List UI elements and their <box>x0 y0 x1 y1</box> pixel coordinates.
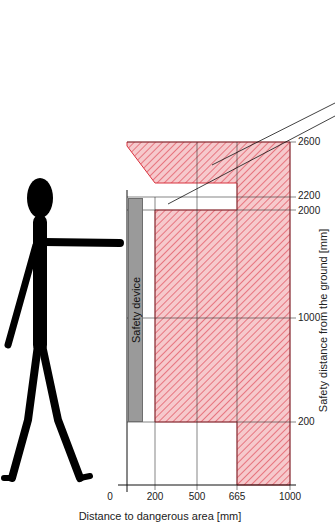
axis-value: 200 <box>147 492 164 502</box>
axis-value: 2200 <box>298 191 320 201</box>
axis-value: 0 <box>107 492 113 502</box>
axis-title: Safety distance from the ground [mm] <box>318 228 329 411</box>
device-label: Safety device <box>130 277 141 343</box>
grid-lines <box>127 142 296 490</box>
danger-zone <box>127 142 290 485</box>
axis-value: 2000 <box>298 206 320 216</box>
person-figure <box>4 178 120 478</box>
axis-title: Distance to dangerous area [mm] <box>79 511 242 522</box>
axis-value: 1000 <box>279 492 301 502</box>
axis-value: 200 <box>298 417 315 427</box>
axis-value: 2600 <box>298 137 320 147</box>
axes <box>118 190 296 492</box>
axis-value: 1000 <box>298 313 320 323</box>
safety-device-bar: Safety device <box>128 198 143 422</box>
leader-lines <box>168 103 335 204</box>
axis-value: 500 <box>189 492 206 502</box>
axis-value: 665 <box>229 492 246 502</box>
